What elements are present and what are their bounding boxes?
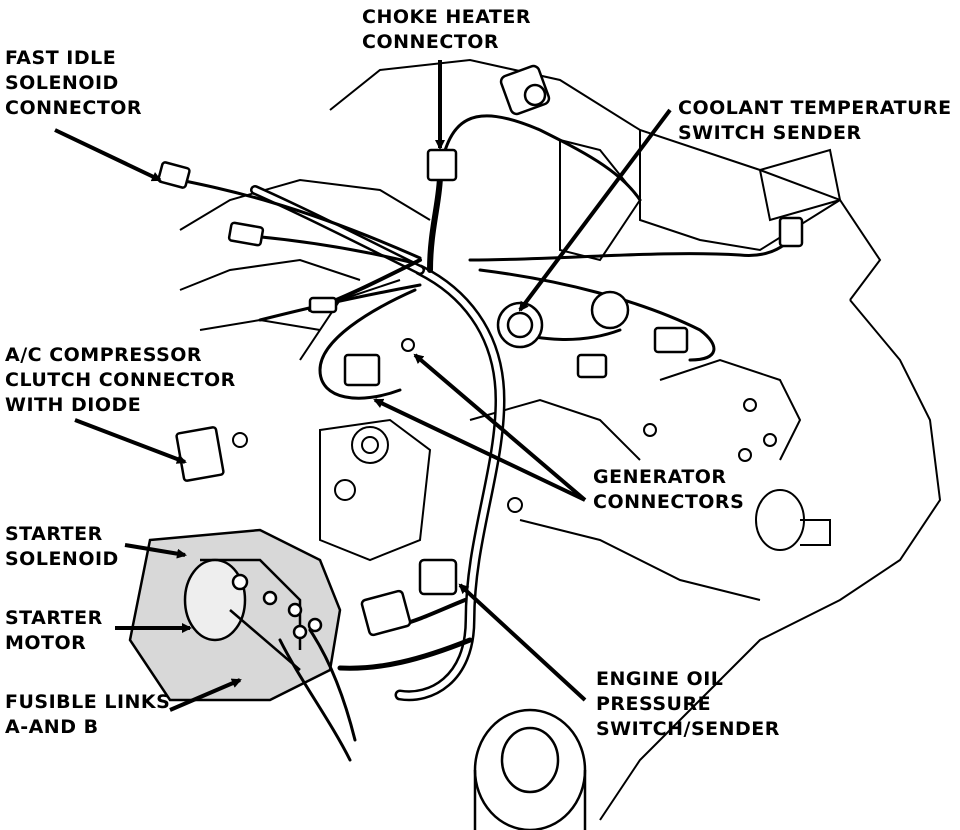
- label-line: A/C COMPRESSOR: [5, 344, 203, 366]
- label-line: SOLENOID: [5, 72, 119, 94]
- label-line: FAST IDLE: [5, 47, 117, 69]
- label-choke-heater-connector: CHOKE HEATER CONNECTOR: [362, 5, 531, 55]
- label-starter-motor: STARTER MOTOR: [5, 606, 103, 656]
- label-coolant-temperature-switch-sender: COOLANT TEMPERATURE SWITCH SENDER: [678, 96, 952, 146]
- ac-clutch-connector-shape: [175, 426, 225, 482]
- label-line: CHOKE HEATER: [362, 6, 531, 28]
- label-line: CONNECTOR: [5, 97, 143, 119]
- label-line: SWITCH/SENDER: [596, 718, 780, 740]
- oil-pressure-connector-shape: [418, 558, 458, 596]
- arrow-generator-1: [413, 353, 587, 502]
- label-line: CONNECTOR: [362, 31, 500, 53]
- label-line: SWITCH SENDER: [678, 122, 862, 144]
- label-line: WITH DIODE: [5, 394, 142, 416]
- arrow-oil-pressure: [458, 583, 587, 702]
- coolant-sender-shape: [778, 216, 804, 248]
- fast-idle-connector-shape: [157, 161, 191, 189]
- leader-arrows: [54, 60, 672, 712]
- label-line: SOLENOID: [5, 548, 119, 570]
- label-engine-oil-pressure-switch-sender: ENGINE OIL PRESSURE SWITCH/SENDER: [596, 667, 780, 742]
- label-generator-connectors: GENERATOR CONNECTORS: [593, 465, 744, 515]
- label-fast-idle-solenoid-connector: FAST IDLE SOLENOID CONNECTOR: [5, 46, 142, 121]
- label-line: FUSIBLE LINKS: [5, 691, 171, 713]
- starter-assembly: [128, 528, 342, 702]
- generator-connector-shape: [343, 353, 381, 387]
- label-ac-compressor-clutch-connector: A/C COMPRESSOR CLUTCH CONNECTOR WITH DIO…: [5, 343, 236, 418]
- label-line: PRESSURE: [596, 693, 712, 715]
- engine-block: [179, 58, 942, 821]
- label-line: CLUTCH CONNECTOR: [5, 369, 236, 391]
- label-fusible-links: FUSIBLE LINKS A-AND B: [5, 690, 170, 740]
- arrow-coolant: [518, 108, 672, 312]
- arrow-ac-clutch: [74, 418, 187, 464]
- arrow-fast-idle: [54, 128, 162, 182]
- label-line: STARTER: [5, 607, 103, 629]
- arrow-fusible-links: [169, 678, 242, 712]
- label-starter-solenoid: STARTER SOLENOID: [5, 522, 119, 572]
- label-line: COOLANT TEMPERATURE: [678, 97, 952, 119]
- label-line: A-AND B: [5, 716, 99, 738]
- wiring-harness: [168, 114, 797, 762]
- oil-filter: [473, 708, 587, 830]
- arrow-generator-2: [373, 398, 586, 502]
- label-line: GENERATOR: [593, 466, 727, 488]
- bolt-heads: [232, 338, 777, 513]
- arrow-starter-solenoid: [124, 543, 187, 559]
- output-flange: [755, 489, 831, 551]
- connectors: [157, 64, 804, 637]
- label-line: STARTER: [5, 523, 103, 545]
- label-line: ENGINE OIL: [596, 668, 724, 690]
- label-line: MOTOR: [5, 632, 87, 654]
- label-line: CONNECTORS: [593, 491, 745, 513]
- choke-heater-connector-shape: [426, 148, 458, 182]
